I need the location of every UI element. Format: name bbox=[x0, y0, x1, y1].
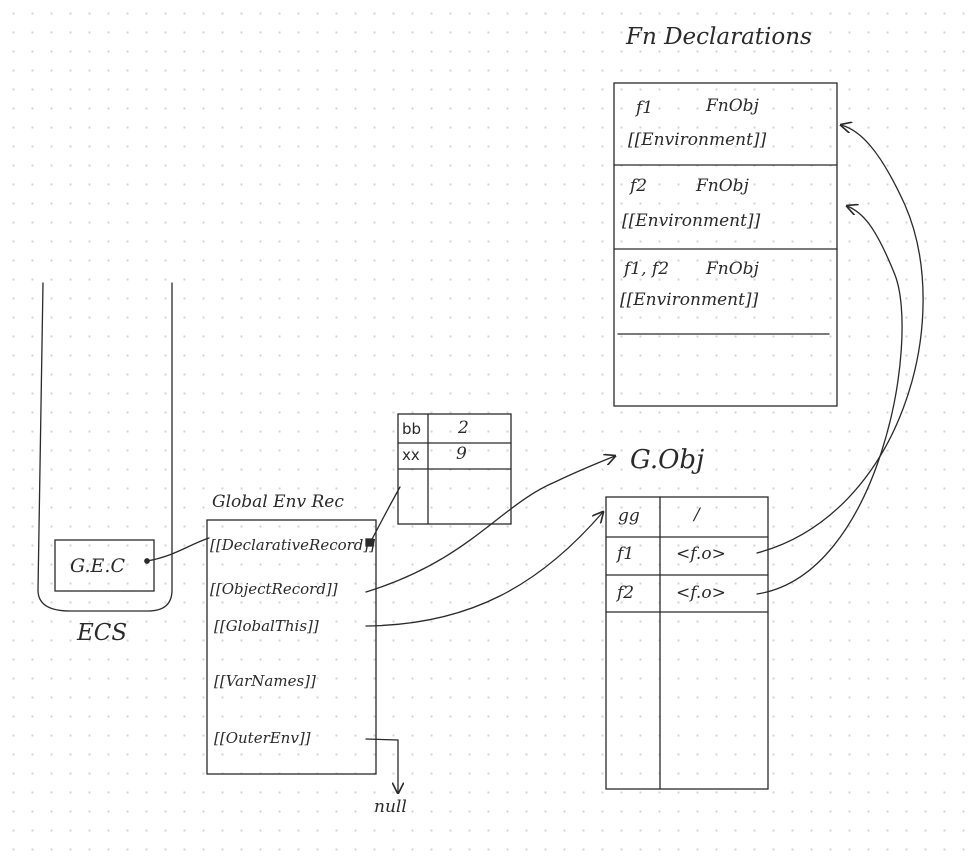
gobj-cell-name-1: gg bbox=[618, 506, 640, 526]
gec-frame-box bbox=[54, 539, 155, 592]
ecs-stack-outline bbox=[37, 282, 173, 612]
object-record-arrow bbox=[365, 456, 615, 593]
global-object-table-box bbox=[605, 496, 769, 790]
global-object-title: G.Obj bbox=[630, 445, 705, 475]
gobj-cell-name-2: f1 bbox=[617, 544, 635, 564]
outer-env-arrow bbox=[365, 738, 398, 793]
gobj-cell-value-2: <f.o> bbox=[676, 544, 726, 564]
declarative-record-link bbox=[369, 486, 401, 544]
fn-decl-value-1: FnObj bbox=[706, 96, 759, 116]
gobj-cell-name-3: f2 bbox=[617, 583, 635, 603]
gec-label: G.E.C bbox=[70, 555, 125, 577]
global-this-slot: [[GlobalThis]] bbox=[214, 617, 319, 635]
fn-decl-value-2: FnObj bbox=[696, 176, 749, 196]
fn-declarations-title: Fn Declarations bbox=[626, 24, 812, 50]
null-label: null bbox=[374, 797, 407, 817]
gobj-cell-value-1: / bbox=[694, 505, 700, 525]
global-env-rec-title: Global Env Rec bbox=[212, 492, 344, 512]
decl-cell-value-2: 9 bbox=[456, 444, 467, 464]
global-this-arrow bbox=[365, 512, 603, 627]
fn-declarations-box bbox=[613, 82, 838, 407]
fn-decl-value-3: FnObj bbox=[706, 259, 759, 279]
outer-env-slot: [[OuterEnv]] bbox=[214, 729, 311, 747]
fn-decl-env-3: [[Environment]] bbox=[620, 290, 759, 310]
fn-decl-name-2: f2 bbox=[630, 176, 648, 196]
gobj-cell-value-3: <f.o> bbox=[676, 583, 726, 603]
fn-decl-name-3: f1, f2 bbox=[624, 259, 670, 279]
global-env-rec-box bbox=[206, 519, 377, 775]
gec-to-env-rec-link bbox=[146, 537, 210, 562]
decl-cell-name-2: xx bbox=[402, 446, 420, 464]
object-record-slot: [[ObjectRecord]] bbox=[210, 580, 338, 598]
declarative-record-slot: [[DeclarativeRecord]] bbox=[210, 536, 376, 554]
f2-fnobj-arrow bbox=[756, 206, 903, 595]
fn-decl-env-2: [[Environment]] bbox=[622, 211, 761, 231]
decl-cell-name-1: bb bbox=[402, 420, 422, 438]
var-names-slot: [[VarNames]] bbox=[214, 672, 316, 690]
f1-fnobj-arrow bbox=[756, 125, 924, 554]
decl-cell-value-1: 2 bbox=[458, 418, 469, 438]
fn-decl-name-1: f1 bbox=[636, 98, 654, 118]
fn-decl-env-1: [[Environment]] bbox=[628, 130, 767, 150]
ecs-label: ECS bbox=[77, 620, 128, 646]
